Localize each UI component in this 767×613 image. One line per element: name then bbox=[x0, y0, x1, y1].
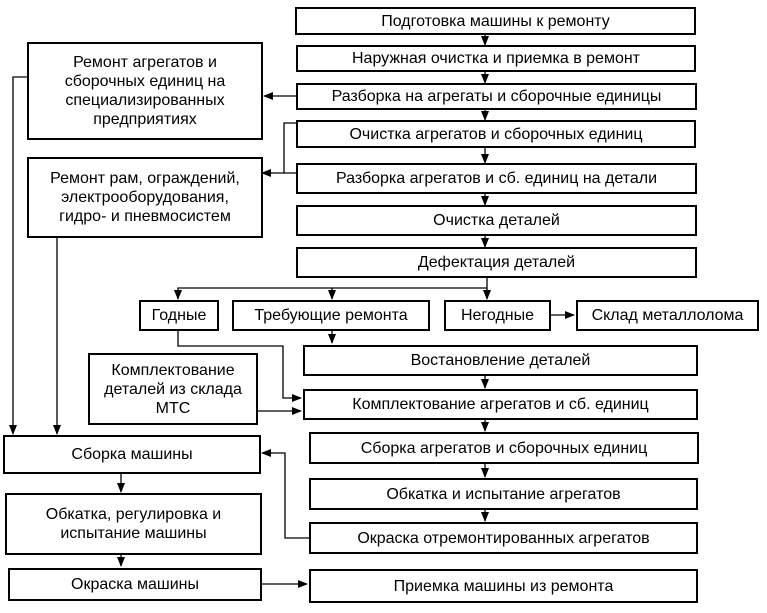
node-prep: Подготовка машины к ремонту bbox=[295, 7, 696, 35]
node-disassembly-parts: Разборка агрегатов и сб. единиц на детал… bbox=[296, 163, 697, 194]
node-paint-units: Окраска отремонтированных агрегатов bbox=[309, 522, 698, 554]
node-good: Годные bbox=[139, 300, 219, 331]
node-unfit: Негодные bbox=[444, 300, 551, 331]
node-defect: Дефектация деталей bbox=[296, 247, 697, 278]
node-machine-assembly: Сборка машины bbox=[3, 435, 261, 474]
node-outer-clean: Наружная очистка и приемка в ремонт bbox=[296, 45, 696, 72]
node-assembly-units: Сборка агрегатов и сборочных единиц bbox=[309, 432, 699, 464]
node-mts-stock: Комплектование деталей из склада МТС bbox=[88, 353, 258, 425]
node-specialized-repair: Ремонт агрегатов и сборочных единиц на с… bbox=[27, 42, 263, 140]
node-run-in-units: Обкатка и испытание агрегатов bbox=[309, 478, 698, 510]
node-frames-repair: Ремонт рам, ограждений, электрооборудова… bbox=[27, 157, 263, 238]
node-need-repair: Требующие ремонта bbox=[232, 300, 430, 331]
node-disassembly-units: Разборка на агрегаты и сборочные единицы bbox=[296, 83, 697, 110]
node-machine-run-in: Обкатка, регулировка и испытание машины bbox=[5, 493, 262, 555]
node-clean-parts: Очистка деталей bbox=[296, 205, 697, 236]
node-restore: Востановление деталей bbox=[303, 345, 698, 376]
node-scrap: Склад металлолома bbox=[576, 300, 759, 331]
node-complect-units: Комплектование агрегатов и сб. единиц bbox=[303, 389, 698, 420]
node-clean-units: Очистка агрегатов и сборочных единиц bbox=[296, 120, 696, 148]
node-machine-paint: Окраска машины bbox=[8, 568, 262, 601]
node-acceptance: Приемка машины из ремонта bbox=[309, 569, 698, 603]
